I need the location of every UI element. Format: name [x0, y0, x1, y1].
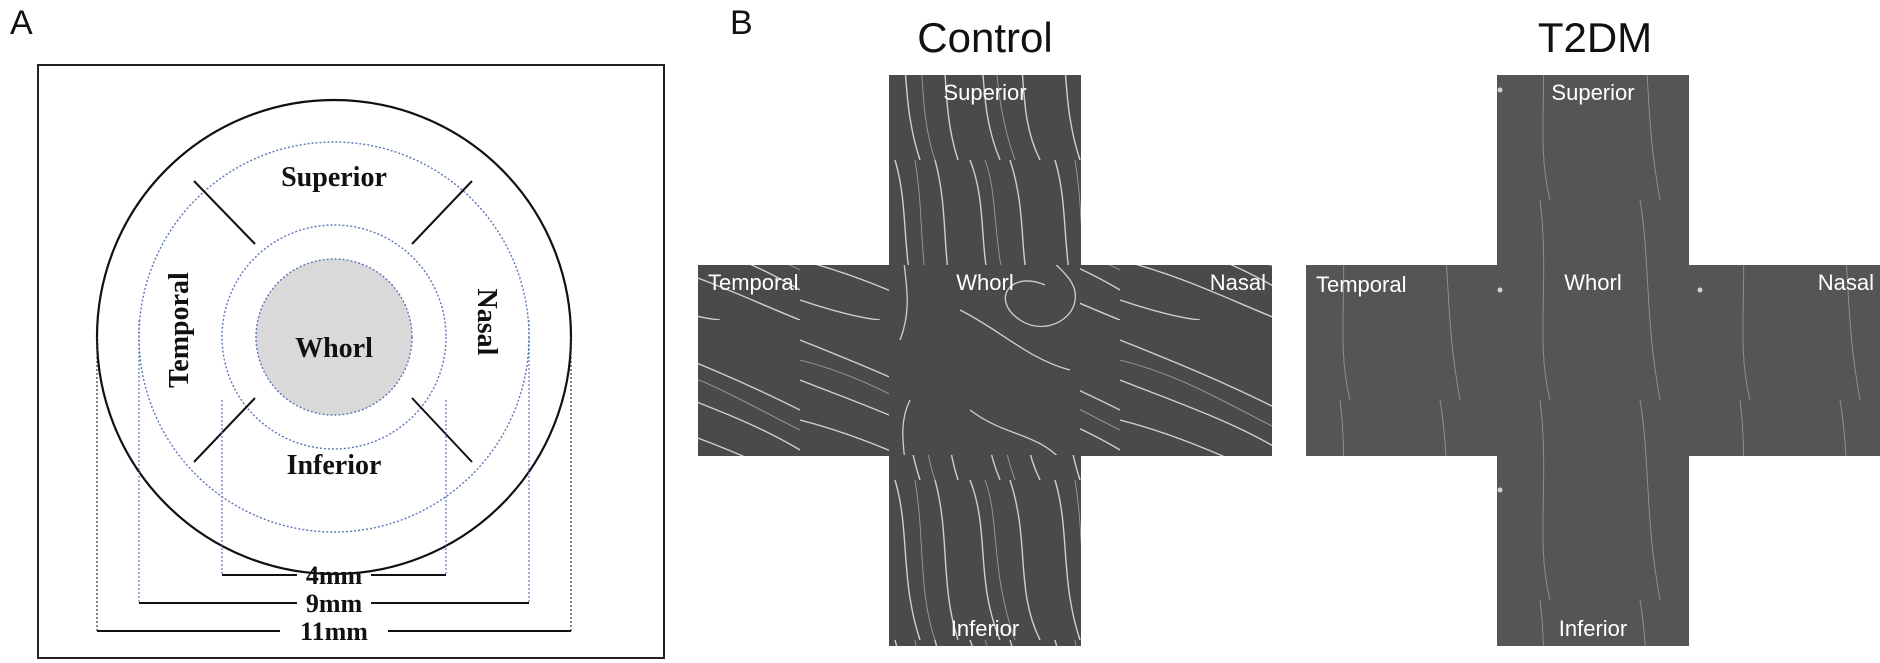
region-label-temporal: Temporal: [164, 272, 195, 388]
t2dm-label-nasal: Nasal: [1818, 270, 1874, 295]
region-label-superior: Superior: [281, 162, 387, 193]
whorl-area: [255, 258, 413, 416]
region-label-nasal: Nasal: [471, 289, 502, 356]
sector-divider: [411, 180, 473, 245]
t2dm-label-whorl: Whorl: [1564, 270, 1621, 295]
control-label-nasal: Nasal: [1210, 270, 1266, 295]
control-whorl-image: [889, 265, 1081, 456]
control-nasal-image: [1080, 265, 1272, 456]
control-inferior-image: [889, 455, 1081, 646]
t2dm-superior-image: [1497, 75, 1689, 266]
t2dm-temporal-image: [1306, 265, 1498, 456]
t2dm-montage: Superior Temporal Whorl Nasal Inferior: [1306, 75, 1880, 646]
panel-a-frame: [37, 64, 665, 659]
control-superior-image: [889, 75, 1081, 266]
region-label-inferior: Inferior: [287, 450, 382, 481]
sector-divider: [193, 397, 256, 463]
panel-a-letter: A: [10, 4, 33, 42]
t2dm-label-inferior: Inferior: [1559, 616, 1627, 641]
t2dm-inferior-image: [1497, 455, 1689, 646]
region-label-whorl: Whorl: [295, 333, 373, 364]
control-label-inferior: Inferior: [951, 616, 1019, 641]
control-montage: Superior Temporal Whorl Nasal Inferior: [698, 75, 1272, 646]
t2dm-nasal-image: [1688, 265, 1880, 456]
control-label-temporal: Temporal: [708, 270, 798, 295]
dimension-9mm: 9mm: [306, 589, 363, 618]
sector-divider: [411, 397, 473, 463]
t2dm-label-superior: Superior: [1551, 80, 1634, 105]
control-label-superior: Superior: [943, 80, 1026, 105]
control-temporal-image: [698, 265, 890, 456]
control-group-title: Control: [917, 14, 1053, 61]
control-label-whorl: Whorl: [956, 270, 1013, 295]
dimension-11mm: 11mm: [300, 617, 368, 646]
t2dm-whorl-image: [1497, 265, 1689, 456]
dimension-4mm: 4mm: [306, 561, 363, 590]
panel-b-letter: B: [730, 4, 753, 42]
sector-divider: [193, 180, 256, 245]
t2dm-group-title: T2DM: [1537, 14, 1653, 61]
dotted-4mm-circle: [221, 224, 447, 450]
t2dm-label-temporal: Temporal: [1316, 272, 1406, 297]
